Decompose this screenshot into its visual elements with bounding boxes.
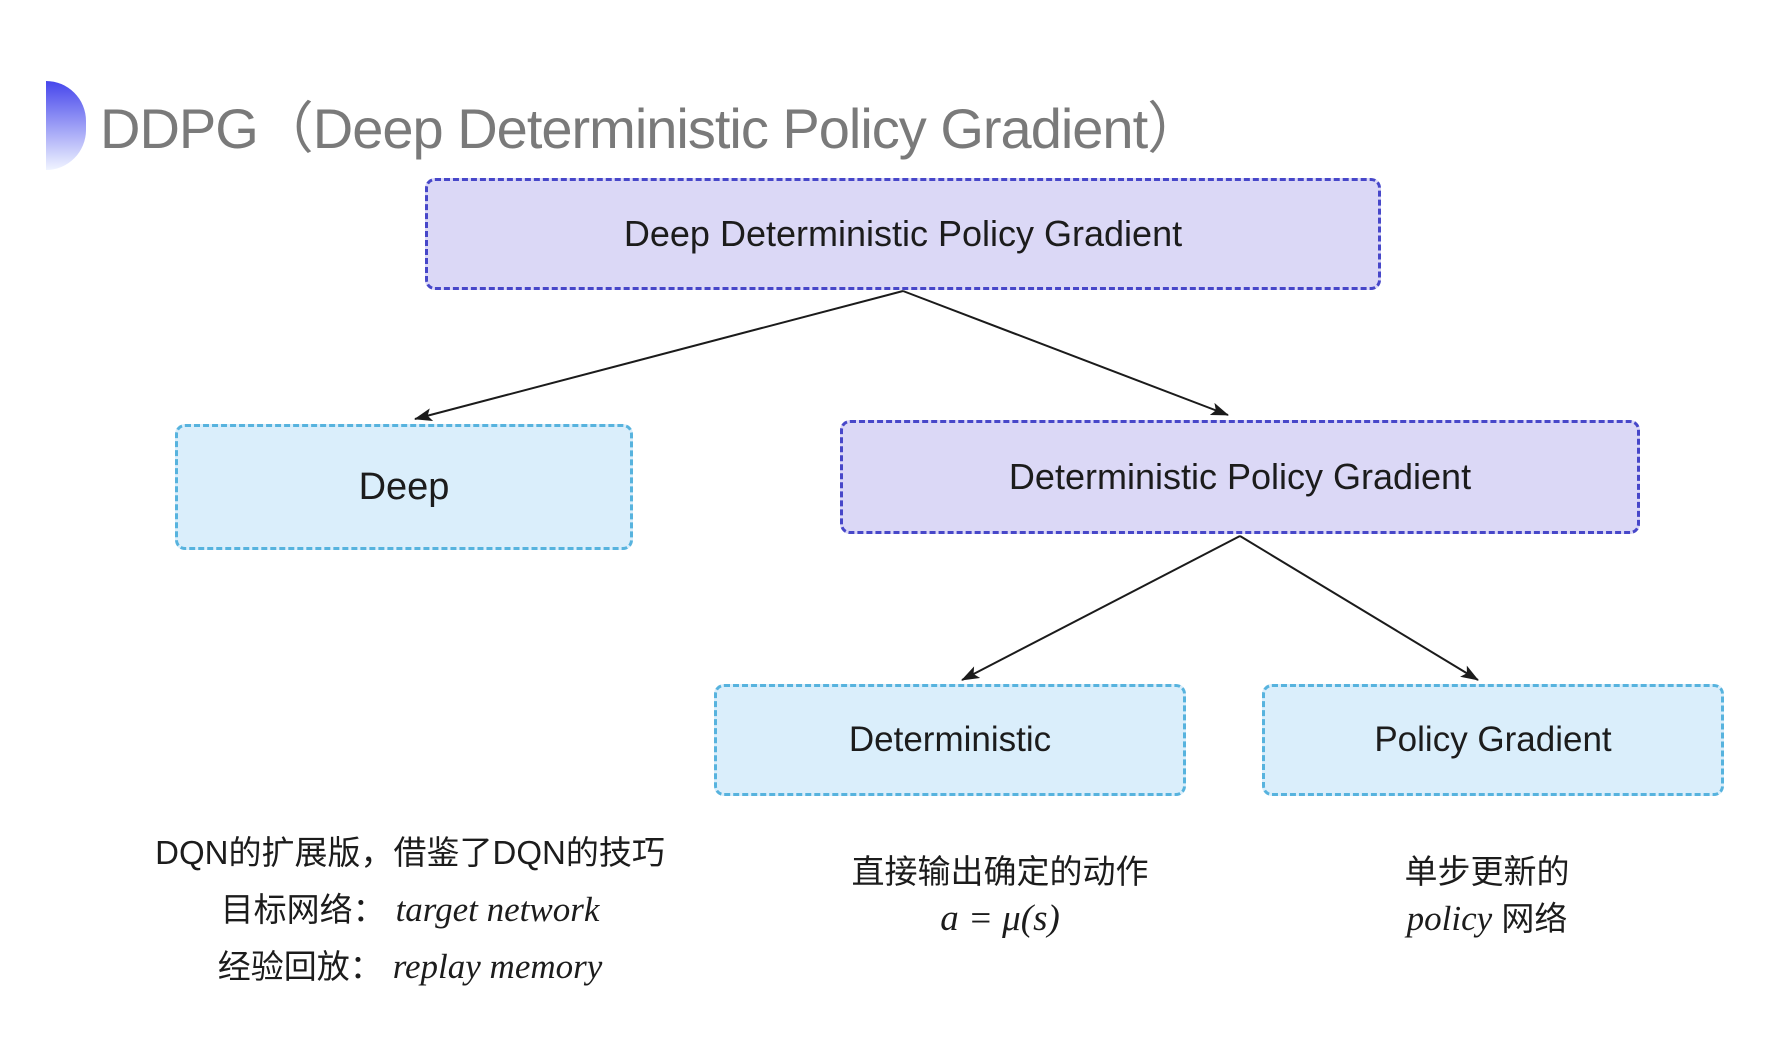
note-deep-line3-term: replay memory [392,947,603,986]
note-deep-line1: DQN的扩展版，借鉴了DQN的技巧 [155,834,665,871]
node-label: Deterministic [848,720,1052,759]
note-deterministic: 直接输出确定的动作 a = μ(s) [830,848,1170,942]
note-policy-gradient-term: policy [1406,899,1493,938]
note-deep: DQN的扩展版，借鉴了DQN的技巧 目标网络：target network 经验… [118,824,702,995]
half-circle-gradient-icon [46,81,86,170]
note-deep-line3-label: 经验回放： [217,948,383,985]
note-policy-gradient-line1: 单步更新的 [1404,853,1570,890]
edge-dpg-policy-gradient [1239,535,1479,681]
node-label: Policy Gradient [1374,720,1612,759]
note-deterministic-line1: 直接输出确定的动作 [851,853,1149,890]
node-label: Deep Deterministic Policy Gradient [623,213,1183,254]
node-deterministic: Deterministic [714,684,1186,796]
note-deep-line2-label: 目标网络： [220,891,386,928]
node-label: Deterministic Policy Gradient [1008,456,1472,497]
note-deep-line2-term: target network [395,890,600,929]
edge-dpg-deterministic [961,535,1241,681]
node-deep: Deep [175,424,633,550]
node-policy-gradient: Policy Gradient [1262,684,1724,796]
note-deep-line2: 目标网络：target network [118,881,702,938]
node-deterministic-policy-gradient: Deterministic Policy Gradient [840,420,1640,534]
note-policy-gradient-line2: policy 网络 [1322,895,1652,942]
edge-ddpg-dpg [902,290,1229,416]
note-policy-gradient-suffix: 网络 [1492,900,1568,937]
note-deep-line3: 经验回放：replay memory [118,938,702,995]
note-deterministic-formula: a = μ(s) [940,898,1060,939]
node-label: Deep [358,465,450,508]
note-policy-gradient: 单步更新的 policy 网络 [1322,848,1652,942]
edge-ddpg-deep [414,290,904,421]
page-title: DDPG（Deep Deterministic Policy Gradient） [100,96,1203,160]
node-ddpg: Deep Deterministic Policy Gradient [425,178,1381,290]
